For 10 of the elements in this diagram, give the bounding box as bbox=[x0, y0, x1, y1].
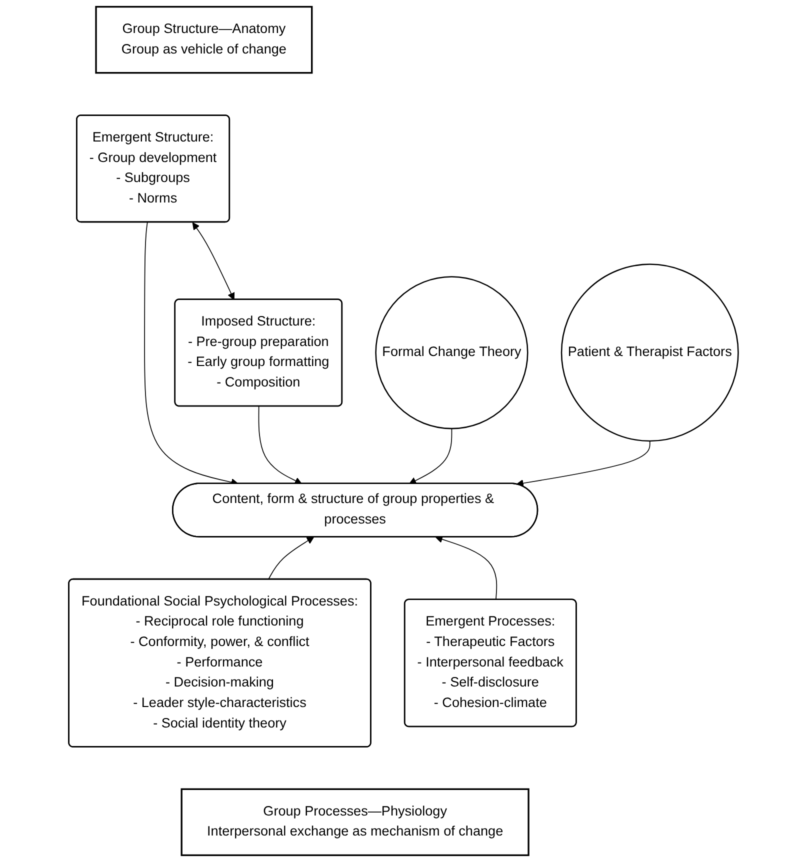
node-box: Group Processes—Physiology Interpersonal exchange as mechanism of change bbox=[180, 788, 530, 856]
arrow bbox=[192, 222, 235, 300]
arrow bbox=[409, 428, 452, 484]
arrow bbox=[516, 440, 650, 487]
node-circle: Patient & Therapist Factors bbox=[560, 264, 739, 442]
arrow bbox=[258, 406, 302, 484]
arrow bbox=[435, 536, 498, 600]
arrow bbox=[268, 536, 314, 580]
node-box: Group Structure—Anatomy Group as vehicle of change bbox=[95, 6, 313, 74]
node-circle: Formal Change Theory bbox=[375, 276, 528, 430]
